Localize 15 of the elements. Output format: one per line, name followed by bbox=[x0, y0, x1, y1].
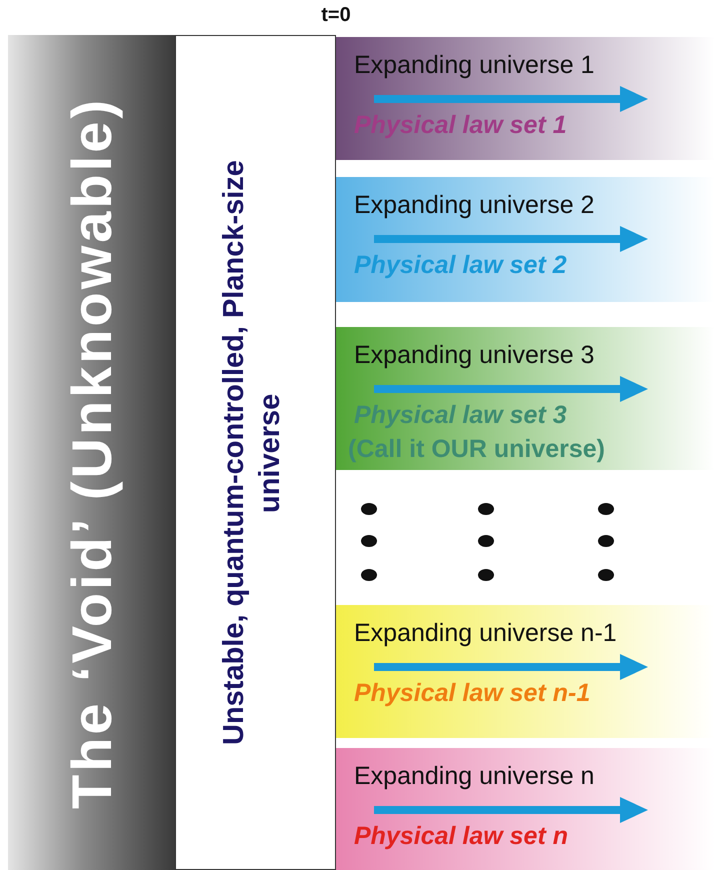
planck-universe-box bbox=[175, 35, 336, 870]
law-set-label: Physical law set 2 bbox=[354, 251, 567, 280]
law-set-label: Physical law set 1 bbox=[354, 111, 567, 140]
universe-name: Expanding universe n-1 bbox=[354, 619, 617, 648]
universe-name: Expanding universe 3 bbox=[354, 341, 594, 370]
law-set-label: Physical law set n-1 bbox=[354, 679, 590, 708]
time-label: t=0 bbox=[320, 4, 352, 27]
universe-name: Expanding universe 1 bbox=[354, 51, 594, 80]
band-title: The ‘Void’ (Unknowable) bbox=[58, 96, 124, 808]
law-set-label: Physical law set 3 bbox=[354, 401, 567, 430]
law-set-label: Physical law set n bbox=[354, 822, 568, 851]
box-title: Unstable, quantum-controlled, Planck-size universe bbox=[216, 159, 286, 747]
void-band bbox=[8, 35, 175, 870]
universe-name: Expanding universe 2 bbox=[354, 191, 594, 220]
universe-name: Expanding universe n bbox=[354, 762, 594, 791]
